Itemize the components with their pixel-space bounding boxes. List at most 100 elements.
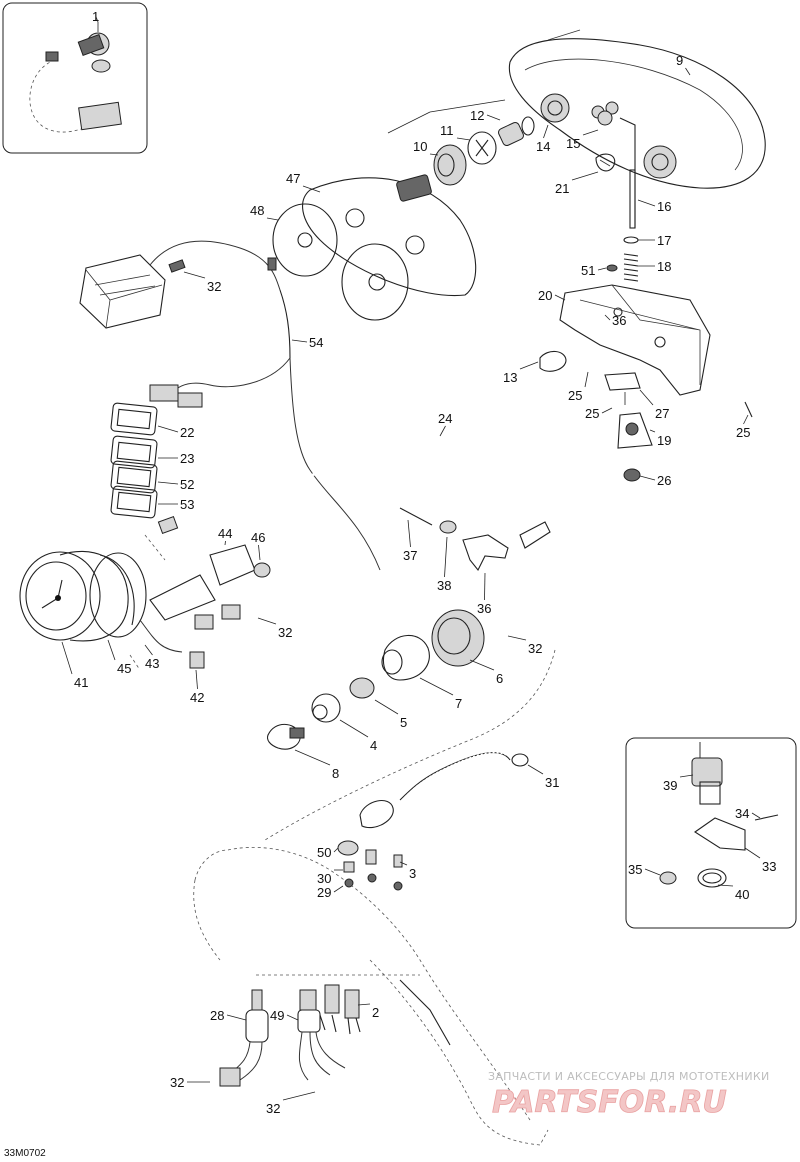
leader-line-25 xyxy=(601,407,613,414)
callout-25: 25 xyxy=(585,406,599,421)
callout-8: 8 xyxy=(332,766,339,781)
callout-39: 39 xyxy=(663,778,677,793)
leader-line-38 xyxy=(444,536,448,578)
leader-line-54 xyxy=(291,339,308,343)
inset-sensor-bracket xyxy=(625,737,797,929)
bulb-socket-parts xyxy=(387,99,636,229)
watermark-logo xyxy=(497,1090,521,1109)
leader-line-32 xyxy=(257,617,277,625)
leader-line-34 xyxy=(751,812,761,819)
callout-43: 43 xyxy=(145,656,159,671)
callout-19: 19 xyxy=(657,433,671,448)
callout-22: 22 xyxy=(180,425,194,440)
callout-2: 2 xyxy=(372,1005,379,1020)
leader-line-44 xyxy=(224,540,226,546)
leader-line-46 xyxy=(258,544,261,561)
leader-line-2 xyxy=(357,1003,371,1006)
callout-26: 26 xyxy=(657,473,671,488)
wire-harness xyxy=(79,240,381,571)
leader-line-40 xyxy=(717,884,734,887)
leader-line-6 xyxy=(469,659,495,671)
leader-line-28 xyxy=(226,1014,247,1021)
leader-line-32 xyxy=(507,635,527,641)
callout-28: 28 xyxy=(210,1008,224,1023)
leader-line-41 xyxy=(61,641,73,675)
callout-21: 21 xyxy=(555,181,569,196)
callout-12: 12 xyxy=(470,108,484,123)
leader-line-31 xyxy=(527,764,544,775)
callout-11: 11 xyxy=(440,123,454,138)
callout-36: 36 xyxy=(612,313,626,328)
leader-line-26 xyxy=(639,475,656,481)
callout-9: 9 xyxy=(676,53,683,68)
leader-line-25 xyxy=(743,414,749,425)
callout-13: 13 xyxy=(503,370,517,385)
callout-47: 47 xyxy=(286,171,300,186)
callout-5: 5 xyxy=(400,715,407,730)
speedo-cable xyxy=(157,421,604,572)
body-outline xyxy=(193,649,556,1146)
callout-17: 17 xyxy=(657,233,671,248)
leader-line-13 xyxy=(519,361,539,370)
callout-44: 44 xyxy=(218,526,232,541)
callout-54: 54 xyxy=(309,335,323,350)
safety-lanyard xyxy=(337,752,529,856)
leader-line-32 xyxy=(282,1091,316,1101)
leader-line-52 xyxy=(157,481,179,485)
leader-line-4 xyxy=(339,719,369,738)
callout-38: 38 xyxy=(437,578,451,593)
instrument-housing xyxy=(508,29,766,189)
leader-line-27 xyxy=(639,389,654,406)
callout-48: 48 xyxy=(250,203,264,218)
callout-15: 15 xyxy=(566,136,580,151)
leader-line-51 xyxy=(597,267,607,271)
leader-line-39 xyxy=(679,774,694,778)
leader-line-10 xyxy=(429,153,439,156)
leader-line-21 xyxy=(571,171,599,181)
leader-line-24 xyxy=(439,425,446,437)
leader-line-25 xyxy=(584,371,589,388)
callout-27: 27 xyxy=(655,406,669,421)
callout-20: 20 xyxy=(538,288,552,303)
face-plates xyxy=(272,174,477,321)
leader-line-12 xyxy=(486,114,501,121)
callout-36: 36 xyxy=(477,601,491,616)
mounting-bracket xyxy=(539,284,753,482)
callout-23: 23 xyxy=(180,451,194,466)
callout-52: 52 xyxy=(180,477,194,492)
leader-line-1 xyxy=(95,15,99,23)
leader-line-7 xyxy=(419,677,454,696)
leader-line-43 xyxy=(144,644,153,656)
leader-line-36 xyxy=(604,314,611,321)
callout-32: 32 xyxy=(266,1101,280,1116)
bottom-connectors xyxy=(219,984,361,1087)
callout-10: 10 xyxy=(413,139,427,154)
leader-line-8 xyxy=(294,749,331,766)
callout-32: 32 xyxy=(278,625,292,640)
switch-stack xyxy=(110,402,158,519)
callout-53: 53 xyxy=(180,497,194,512)
callout-46: 46 xyxy=(251,530,265,545)
callout-leaders xyxy=(61,15,761,1101)
leader-line-37 xyxy=(407,519,411,548)
callout-40: 40 xyxy=(735,887,749,902)
leader-line-48 xyxy=(266,217,279,221)
leader-line-22 xyxy=(157,425,179,433)
leader-line-42 xyxy=(195,669,198,690)
callout-34: 34 xyxy=(735,806,749,821)
callout-41: 41 xyxy=(74,675,88,690)
callout-16: 16 xyxy=(657,199,671,214)
callout-3: 3 xyxy=(409,866,416,881)
watermark-caption: ЗАПЧАСТИ И АКСЕССУАРЫ ДЛЯ МОТОТЕХНИКИ xyxy=(488,1070,770,1083)
callout-51: 51 xyxy=(581,263,595,278)
drawing-code: 33M0702 xyxy=(4,1148,46,1159)
leader-line-16 xyxy=(637,199,656,207)
gauge-assembly xyxy=(19,534,271,671)
leader-line-36 xyxy=(484,572,486,601)
callout-30: 30 xyxy=(317,871,331,886)
leader-line-9 xyxy=(685,67,691,76)
callout-50: 50 xyxy=(317,845,331,860)
